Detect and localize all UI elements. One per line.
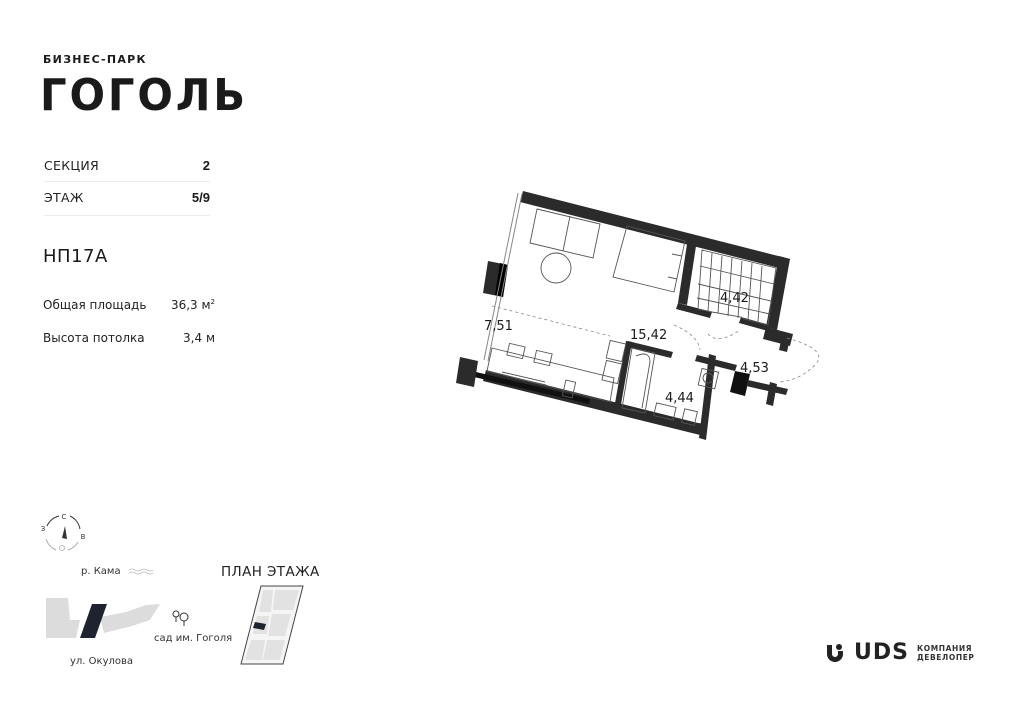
river-label: р. Кама [81, 566, 155, 577]
brand-title: ГОГОЛЬ [40, 70, 249, 121]
apartment-floor-plan: 7,51 15,42 4,42 4,53 4,44 [456, 191, 820, 440]
brand-subtitle: БИЗНЕС-ПАРК [43, 53, 147, 66]
room-area-kitchen: 7,51 [484, 319, 513, 334]
wall-right [766, 256, 790, 330]
svg-text:В: В [81, 533, 86, 541]
room-area-bathroom: 4,44 [665, 391, 694, 406]
room-area-living: 15,42 [630, 328, 667, 343]
section-row: СЕКЦИЯ 2 [44, 149, 210, 181]
svg-text:З: З [41, 525, 46, 533]
developer-name: UDS [854, 640, 909, 665]
location-map [46, 598, 160, 638]
floor-plan-thumbnail [240, 585, 304, 665]
developer-tagline: КОМПАНИЯ ДЕВЕЛОПЕР [916, 643, 975, 662]
compass-icon: С З В [41, 513, 86, 551]
divider [44, 181, 210, 182]
section-label: СЕКЦИЯ [44, 157, 100, 173]
ceiling-height-label: Высота потолка [43, 331, 145, 345]
water-icon [128, 568, 153, 574]
uds-logo-icon [827, 643, 843, 662]
ceiling-height-value: 3,4 м [183, 331, 215, 345]
floor-label: ЭТАЖ [44, 189, 84, 205]
unit-code: НП17А [43, 246, 108, 267]
park-label: сад им. Гоголя [154, 633, 233, 644]
ceiling-height-row: Высота потолка 3,4 м [43, 331, 215, 345]
park-pin-icon [172, 610, 189, 626]
divider [44, 215, 210, 216]
total-area-label: Общая площадь [43, 298, 147, 312]
total-area-row: Общая площадь 36,3 м2 [43, 298, 215, 312]
room-area-hall: 4,53 [740, 361, 769, 376]
developer-logo: UDS КОМПАНИЯ ДЕВЕЛОПЕР [824, 640, 975, 665]
total-area-value: 36,3 м2 [170, 298, 215, 312]
floor-plan-title: ПЛАН ЭТАЖА [221, 564, 320, 580]
room-area-wardrobe: 4,42 [720, 291, 749, 306]
section-value: 2 [202, 157, 210, 173]
floor-value: 5/9 [191, 189, 210, 205]
floor-row: ЭТАЖ 5/9 [44, 181, 210, 213]
wall-top [520, 191, 790, 270]
street-label: ул. Окулова [70, 656, 134, 667]
svg-text:С: С [62, 513, 67, 521]
